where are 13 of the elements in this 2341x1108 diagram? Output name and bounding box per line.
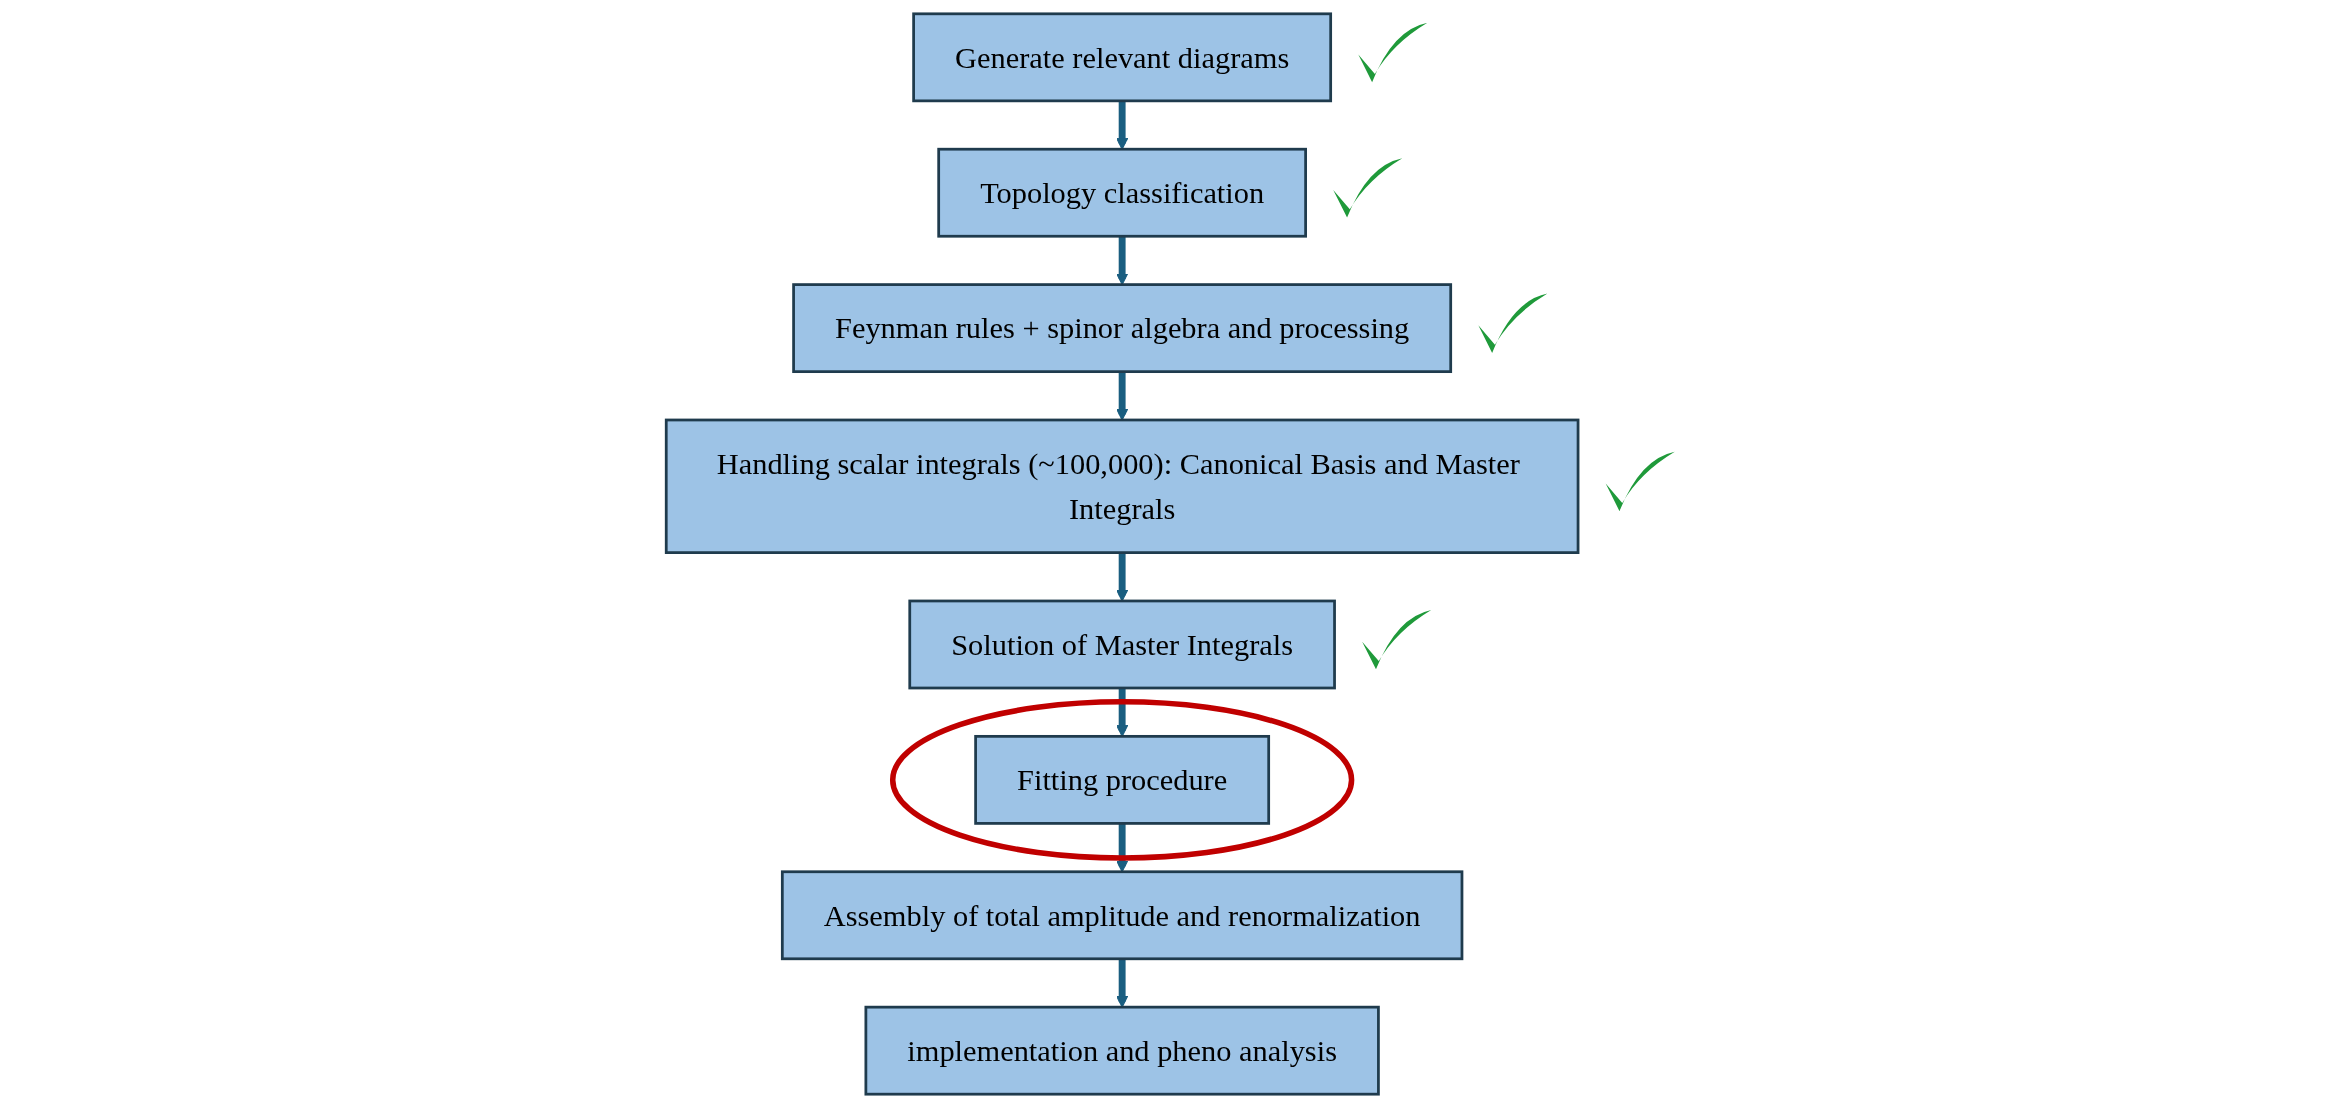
arrow xyxy=(1116,100,1129,150)
node-box: Assembly of total amplitude and renormalization xyxy=(780,870,1464,961)
node-box: Solution of Master Integrals xyxy=(908,599,1336,690)
node-box: Fitting procedure xyxy=(974,735,1271,825)
node-box: Handling scalar integrals (~100,000): Canonical Basis and Master Integrals xyxy=(664,418,1580,554)
node-box: Feynman rules + spinor algebra and processing xyxy=(792,283,1453,373)
arrow xyxy=(1116,958,1129,1008)
node-box: implementation and pheno analysis xyxy=(864,1005,1380,1096)
node-box: Generate relevant diagrams xyxy=(912,12,1333,103)
arrow xyxy=(1116,236,1129,286)
arrow xyxy=(1116,688,1129,737)
node-box: Topology classification xyxy=(937,147,1307,238)
arrow xyxy=(1116,823,1129,873)
